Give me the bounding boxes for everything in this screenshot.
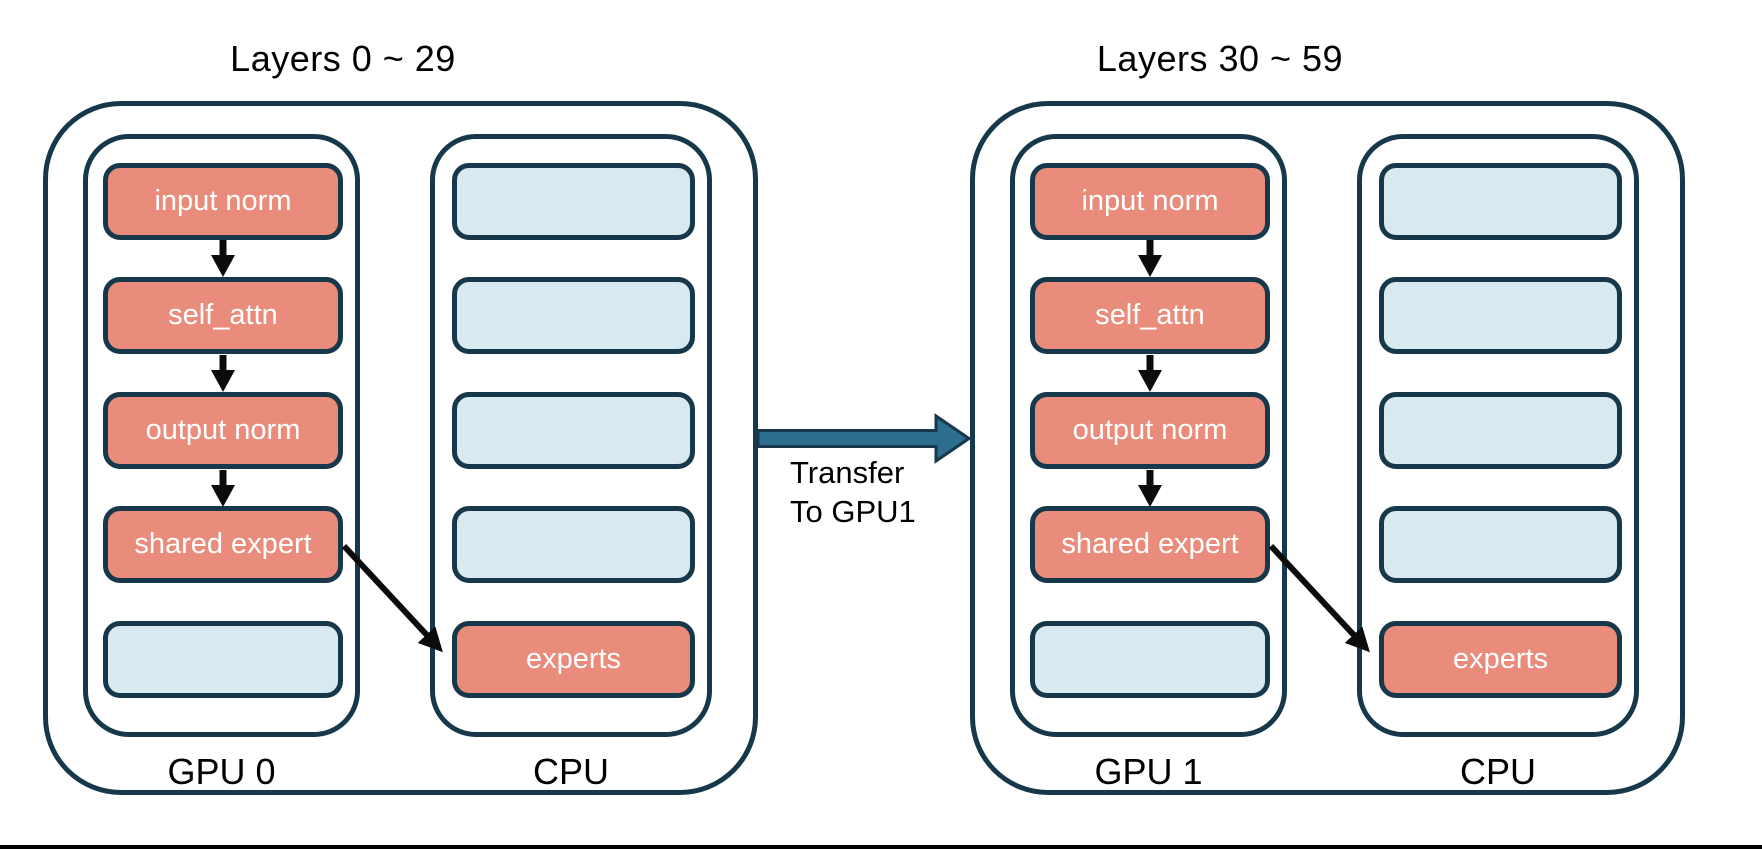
module-label: shared expert <box>1061 528 1239 560</box>
module-label: output norm <box>1072 414 1228 446</box>
module-label: output norm <box>145 414 301 446</box>
transfer-label: Transfer To GPU1 <box>790 453 960 531</box>
module-box-output-norm: output norm <box>103 392 343 469</box>
module-box-self-attn: self_attn <box>103 277 343 354</box>
module-box-shared-expert: shared expert <box>1030 506 1270 583</box>
module-label: input norm <box>1081 185 1219 217</box>
module-label: self_attn <box>168 299 278 331</box>
module-box-experts: experts <box>452 621 695 698</box>
module-label: self_attn <box>1095 299 1205 331</box>
module-box-experts: experts <box>1379 621 1622 698</box>
module-box-output-norm: output norm <box>1030 392 1270 469</box>
empty-slot <box>1379 392 1622 469</box>
module-label: shared expert <box>134 528 312 560</box>
module-label: experts <box>525 643 622 675</box>
empty-slot <box>1379 163 1622 240</box>
cpu-label-left: CPU <box>532 751 609 792</box>
cpu-label-right: CPU <box>1459 751 1536 792</box>
module-label: input norm <box>154 185 292 217</box>
gpu0-label: GPU 0 <box>167 751 276 792</box>
module-box-shared-expert: shared expert <box>103 506 343 583</box>
empty-slot <box>103 621 343 698</box>
bottom-border-line <box>0 845 1762 849</box>
transfer-label-line2: To GPU1 <box>790 494 916 529</box>
empty-slot <box>1379 506 1622 583</box>
module-label: experts <box>1452 643 1549 675</box>
transfer-label-line1: Transfer <box>790 455 905 490</box>
module-box-input-norm: input norm <box>1030 163 1270 240</box>
empty-slot <box>452 277 695 354</box>
empty-slot <box>1030 621 1270 698</box>
module-box-self-attn: self_attn <box>1030 277 1270 354</box>
empty-slot <box>452 392 695 469</box>
gpu1-label: GPU 1 <box>1094 751 1203 792</box>
empty-slot <box>1379 277 1622 354</box>
empty-slot <box>452 506 695 583</box>
module-box-input-norm: input norm <box>103 163 343 240</box>
layer-range-title-right: Layers 30 ~ 59 <box>1096 38 1344 79</box>
layer-range-title-left: Layers 0 ~ 29 <box>230 38 456 79</box>
empty-slot <box>452 163 695 240</box>
